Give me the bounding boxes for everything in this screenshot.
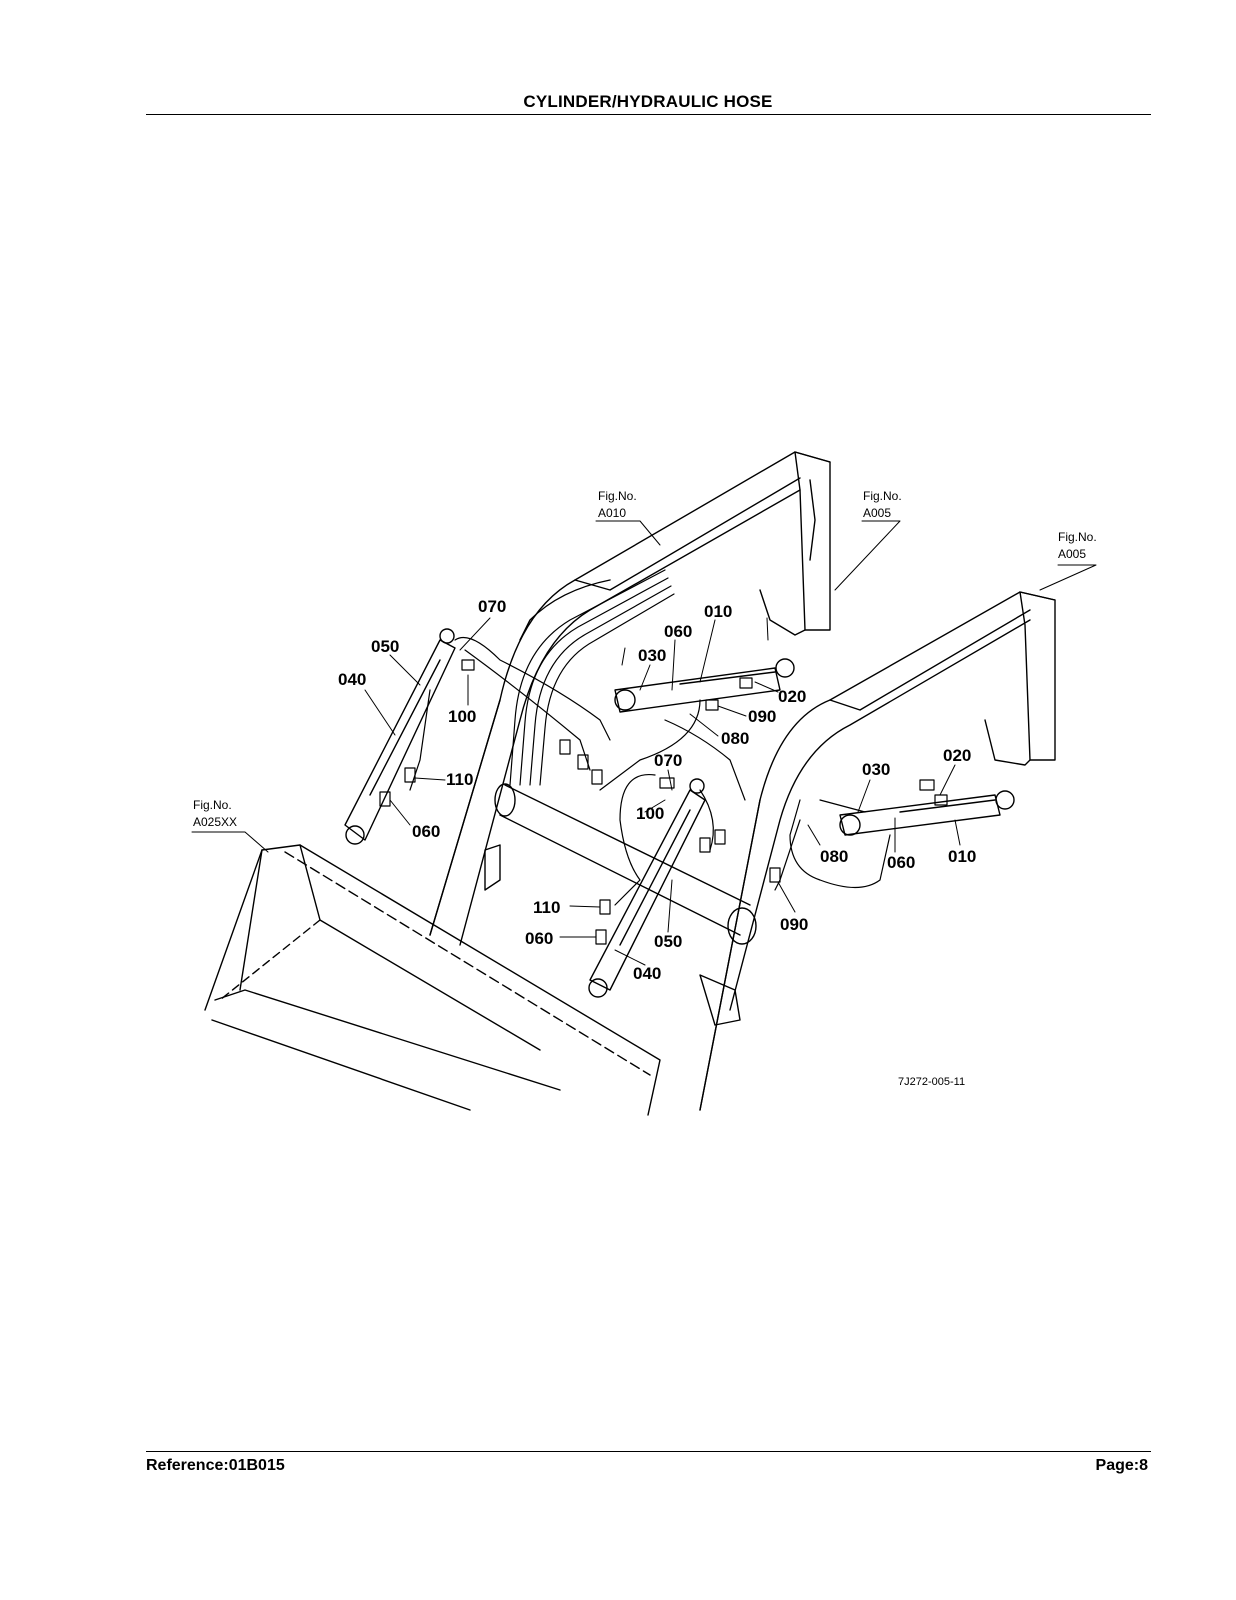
callout-110-right: 110 [533, 898, 560, 917]
hydraulic-hoses [409, 569, 891, 906]
fig-ref-a025xx-number: A025XX [193, 815, 237, 829]
cross-tube [484, 783, 757, 1026]
callout-050-left: 050 [371, 637, 399, 656]
fig-ref-a005-left-number: A005 [863, 506, 891, 520]
footer-rule [146, 1451, 1151, 1452]
callout-030-right: 030 [862, 760, 890, 779]
callout-090-right: 090 [780, 915, 808, 934]
callout-040-right: 040 [633, 964, 661, 983]
right-boom-cylinder [839, 790, 1015, 836]
callout-080-left: 080 [721, 729, 749, 748]
fig-ref-a005-right-number: A005 [1058, 547, 1086, 561]
fig-ref-a010-label: Fig.No. [598, 489, 637, 503]
page-title: CYLINDER/HYDRAULIC HOSE [523, 92, 773, 111]
callout-100-right: 100 [636, 804, 664, 823]
callout-050-right: 050 [654, 932, 682, 951]
reference-label: Reference:01B015 [146, 1457, 285, 1474]
callout-080-right: 080 [820, 847, 848, 866]
callout-070-right: 070 [654, 751, 682, 770]
fig-ref-a005-right-label: Fig.No. [1058, 530, 1097, 544]
callout-060-right-boom: 060 [887, 853, 915, 872]
header-rule [146, 114, 1151, 115]
callout-020-right: 020 [943, 746, 971, 765]
left-loader-arm [429, 451, 831, 946]
left-boom-cylinder [614, 658, 795, 713]
right-bucket-cylinder [588, 778, 706, 998]
callout-010-left: 010 [704, 602, 732, 621]
callout-070-left: 070 [478, 597, 506, 616]
callout-leaders [364, 617, 961, 966]
fig-ref-a005-left-label: Fig.No. [863, 489, 902, 503]
callout-040-left: 040 [338, 670, 366, 689]
bucket [204, 844, 661, 1116]
callout-100-left: 100 [448, 707, 476, 726]
callout-060-left-cyl: 060 [412, 822, 440, 841]
callout-010-right: 010 [948, 847, 976, 866]
fig-ref-a010-number: A010 [598, 506, 626, 520]
callout-060-right-cyl: 060 [525, 929, 553, 948]
callout-020-left: 020 [778, 687, 806, 706]
right-loader-arm [699, 591, 1056, 1111]
fig-ref-leaders [191, 520, 1097, 853]
drawing-number: 7J272-005-11 [898, 1076, 965, 1088]
callout-110-left: 110 [446, 770, 473, 789]
callout-030-left: 030 [638, 646, 666, 665]
callout-060-left-boom: 060 [664, 622, 692, 641]
fig-ref-a025xx-label: Fig.No. [193, 798, 232, 812]
callout-090-left: 090 [748, 707, 776, 726]
left-bucket-cylinder [344, 628, 456, 845]
page-number: Page:8 [1095, 1457, 1148, 1474]
